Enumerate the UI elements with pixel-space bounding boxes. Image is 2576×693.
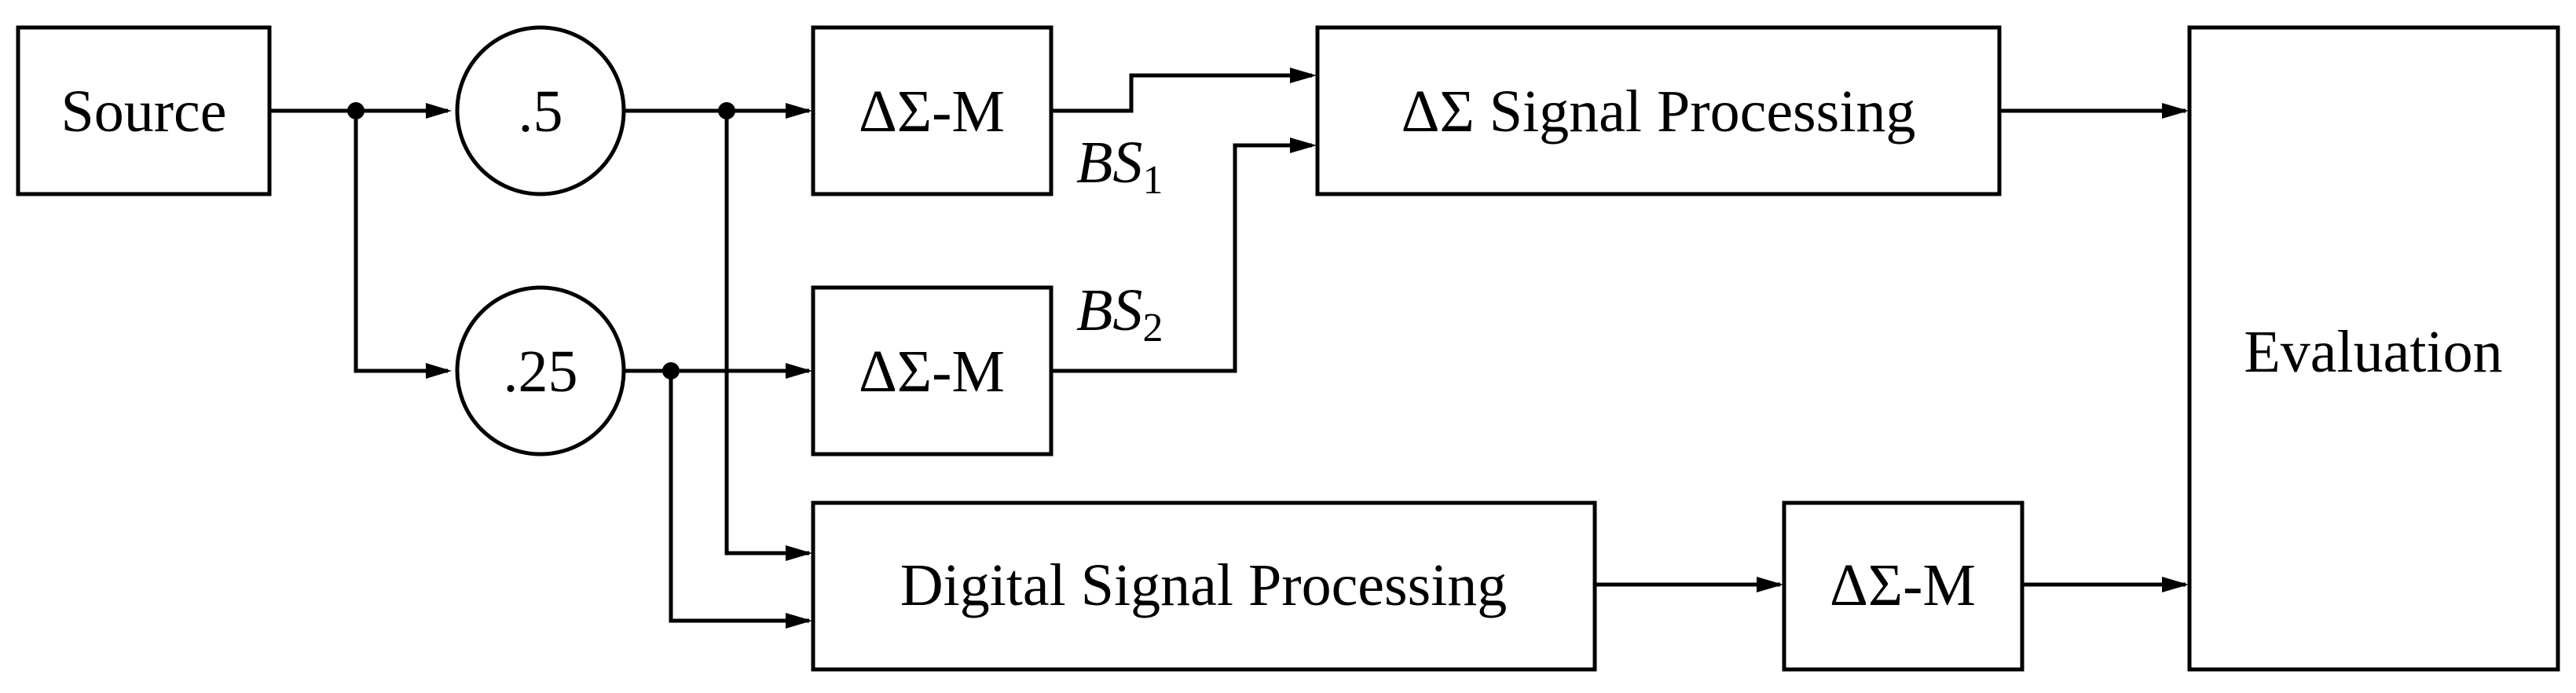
evaluation-block: Evaluation [2187, 25, 2560, 672]
evaluation-label: Evaluation [2244, 319, 2502, 385]
arrow-gain-quarter-to-dsm-lower [786, 363, 812, 379]
ds-signal-processing-block: ΔΣ Signal Processing [1315, 25, 2002, 196]
bs2-label: BS2 [1076, 277, 1163, 350]
gain-quarter-node: .25 [455, 285, 626, 456]
dsm-output-label: ΔΣ-M [1830, 552, 1976, 618]
dsm-upper-block: ΔΣ-M [811, 25, 1053, 196]
arrow-bs1 [1290, 68, 1317, 83]
arrow-gain-half-to-dsp [786, 545, 812, 561]
junction-dot-gain-quarter [662, 362, 680, 380]
dsm-output-block: ΔΣ-M [1782, 500, 2025, 672]
wire-source-to-gain-quarter [354, 111, 448, 373]
arrow-source-to-gain-half [426, 103, 452, 119]
bs2-subscript: 2 [1142, 306, 1163, 350]
arrow-source-to-gain-quarter [426, 363, 452, 379]
arrow-dsm-output-to-evaluation [2162, 577, 2189, 592]
gain-quarter-label: .25 [504, 339, 578, 405]
dsm-lower-block: ΔΣ-M [811, 285, 1053, 456]
bs1-subscript: 1 [1142, 158, 1163, 203]
source-label: Source [60, 79, 226, 145]
dsm-lower-label: ΔΣ-M [859, 339, 1005, 405]
junction-dot-source [347, 102, 365, 119]
wire-bs1 [1051, 73, 1312, 113]
wire-bs2 [1051, 143, 1312, 373]
arrow-dssp-to-evaluation [2162, 103, 2189, 119]
arrow-gain-quarter-to-dsp [786, 613, 812, 629]
source-block: Source [16, 25, 272, 196]
connections [269, 68, 2189, 629]
arrow-dsp-to-dsm-output [1757, 577, 1783, 592]
wire-gain-half-to-dsp [724, 111, 809, 556]
junctions [347, 102, 735, 380]
digital-signal-processing-label: Digital Signal Processing [900, 552, 1508, 618]
ds-signal-processing-label: ΔΣ Signal Processing [1402, 79, 1916, 145]
arrow-bs2 [1290, 138, 1317, 153]
gain-half-label: .5 [518, 79, 563, 145]
bs1-label: BS1 [1076, 130, 1163, 203]
arrow-gain-half-to-dsm-upper [786, 103, 812, 119]
wire-gain-quarter-to-dsp [669, 371, 809, 623]
dsm-upper-label: ΔΣ-M [859, 79, 1005, 145]
junction-dot-gain-half [718, 102, 735, 119]
gain-half-node: .5 [455, 25, 626, 196]
digital-signal-processing-block: Digital Signal Processing [811, 500, 1597, 672]
bs2-name: BS [1076, 277, 1142, 343]
bs1-name: BS [1076, 130, 1142, 196]
